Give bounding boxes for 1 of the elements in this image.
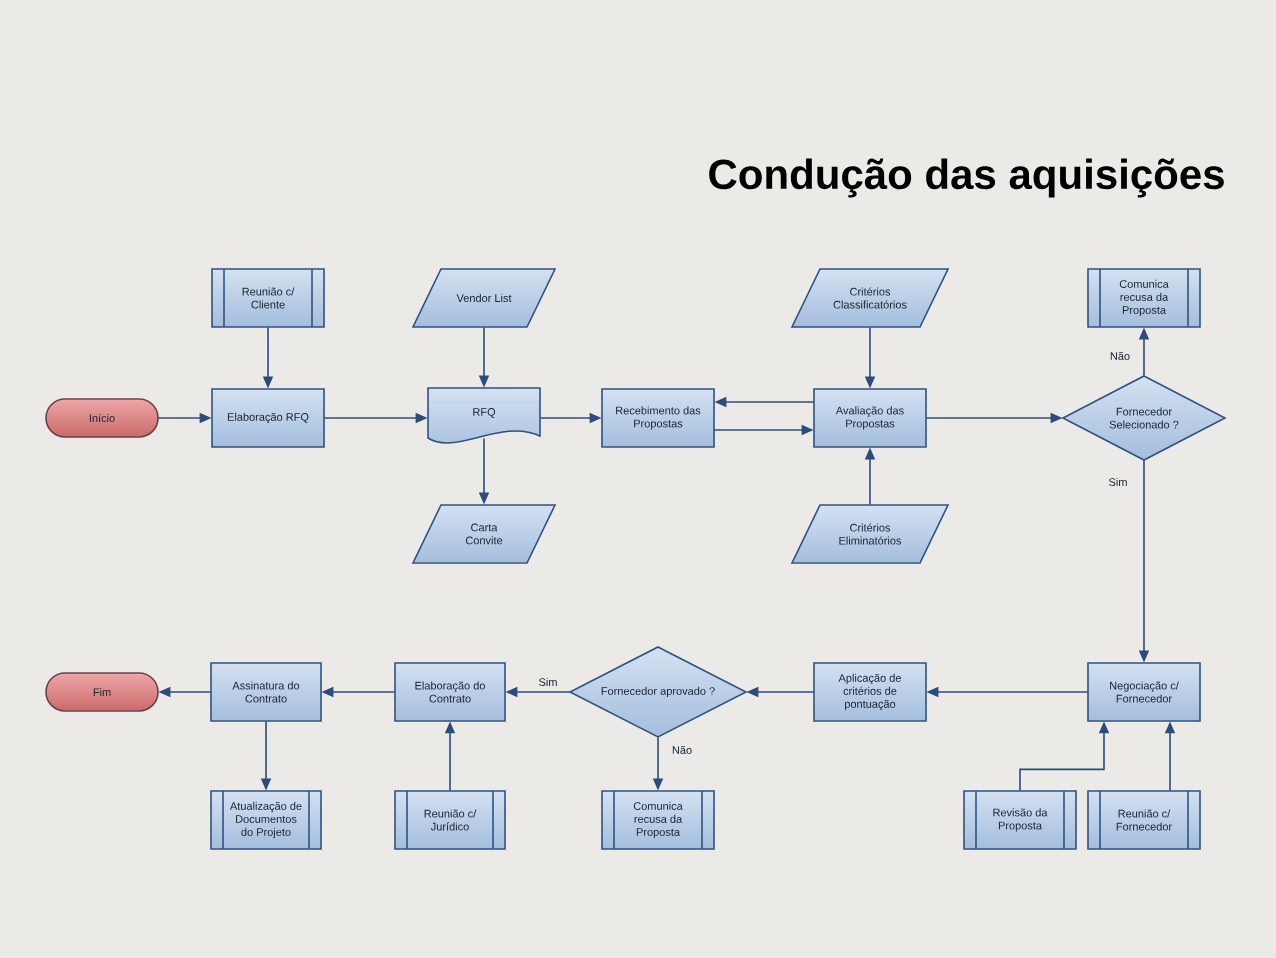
title: Condução das aquisições — [709, 158, 1224, 198]
